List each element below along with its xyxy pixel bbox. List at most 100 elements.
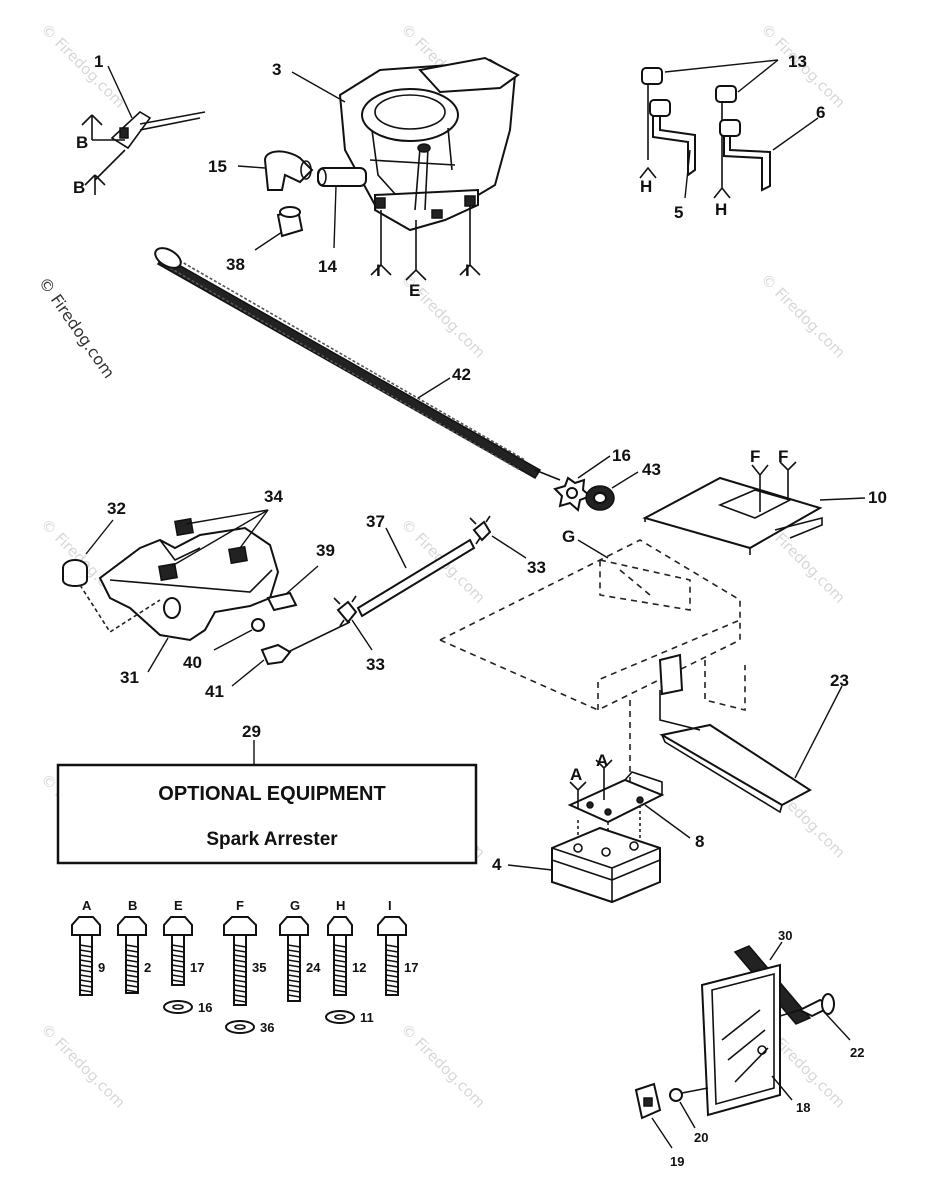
bolt-thread [125,984,139,988]
bolt-thread [385,944,399,948]
part-4-muffler: 4 [492,826,661,904]
callout-29: 29 [242,722,261,741]
fastener-part-number: 24 [306,960,321,975]
bolt-thread [287,994,301,998]
part-14-hose: 14 [317,167,367,276]
bolt-thread [233,959,247,963]
bolt-thread [79,949,93,953]
callout-41: 41 [205,682,224,701]
bolt-thread [171,954,185,958]
callout-42: 42 [452,365,471,384]
bolt-thread [233,944,247,948]
bolt-thread [171,959,185,963]
bolt-thread [287,949,301,953]
callout-6: 6 [816,103,825,122]
bolt-thread [171,964,185,968]
watermark-text: © Firedog.com [757,270,849,362]
bolt-thread [287,974,301,978]
part-13-clips: 13 [664,52,807,93]
callout-30: 30 [778,928,792,943]
callout-40: 40 [183,653,202,672]
ref-letter-h: H [640,177,652,196]
part-23-heat-shield: 23 [659,671,849,814]
ref-letter-i: I [465,261,470,280]
bolt-thread [385,964,399,968]
watermark-text: © Firedog.com [35,273,119,381]
part-16-star-washer: 16 [553,446,631,512]
ref-letter-i: I [376,261,381,280]
bolt-head [71,916,101,936]
bolt-head [377,916,407,936]
part-29-optional-equipment: 29 OPTIONAL EQUIPMENT Spark Arrester [56,722,478,865]
bolt-thread [287,964,301,968]
part-18-plate: 18 [700,963,810,1117]
fastener-part-number: 17 [404,960,418,975]
bolt-thread [79,969,93,973]
bolt-thread [287,944,301,948]
bolt-thread [333,984,347,988]
ref-letter-f: F [778,447,788,466]
callout-43: 43 [642,460,661,479]
fastener-letter: I [388,898,392,913]
callout-20: 20 [694,1130,708,1145]
bolt-thread [287,984,301,988]
bolt-thread [79,944,93,948]
bolt-thread [125,969,139,973]
callout-10: 10 [868,488,887,507]
part-3-engine: 3 I E I [272,56,520,300]
bolt-thread [125,979,139,983]
part-37-fuel-line: 37 [287,512,476,653]
callout-5: 5 [674,203,683,222]
callout-18: 18 [796,1100,810,1115]
callout-1: 1 [94,52,103,71]
bolt-thread [233,979,247,983]
part-15-elbow: 15 [208,150,314,191]
bolt-thread [385,959,399,963]
bolt-thread [171,974,185,978]
callout-34: 34 [264,487,283,506]
part-20-nut: 20 [669,1087,708,1145]
bolt-head [163,916,193,936]
bolt-thread [333,954,347,958]
bolt-thread [233,974,247,978]
washer-part-number: 36 [260,1020,274,1035]
part-43-nut: 43 [585,460,661,511]
bolt-thread [233,964,247,968]
bolt-thread [287,969,301,973]
bolt-head [223,916,257,936]
bolt-thread [287,979,301,983]
part-39-pad: 39 [266,541,335,612]
bolt-thread [125,944,139,948]
callout-15: 15 [208,157,227,176]
bolt-thread [125,959,139,963]
fastener-part-number: 17 [190,960,204,975]
bolt-thread [385,949,399,953]
washer-hole [234,1024,246,1030]
fastener-letter: F [236,898,244,913]
callout-16: 16 [612,446,631,465]
bolt-thread [79,989,93,993]
bolt-thread [333,959,347,963]
bolt-thread [333,969,347,973]
callout-33: 33 [366,655,385,674]
bolt-thread [79,964,93,968]
part-6-bracket: 6 H [713,85,825,219]
bolt-thread [287,959,301,963]
bolt-thread [233,989,247,993]
bolt-shank [125,934,139,994]
bolt-thread [333,949,347,953]
bolt-thread [171,944,185,948]
washer-part-number: 11 [360,1010,374,1025]
part-22-screw: 22 [779,993,864,1060]
washer [325,1010,355,1024]
bolt-thread [233,949,247,953]
optional-equipment-title: OPTIONAL EQUIPMENT [158,783,385,805]
callout-38: 38 [226,255,245,274]
bolt-thread [171,969,185,973]
fastener-part-number: 2 [144,960,151,975]
bolt-thread [233,999,247,1003]
callout-37: 37 [366,512,385,531]
